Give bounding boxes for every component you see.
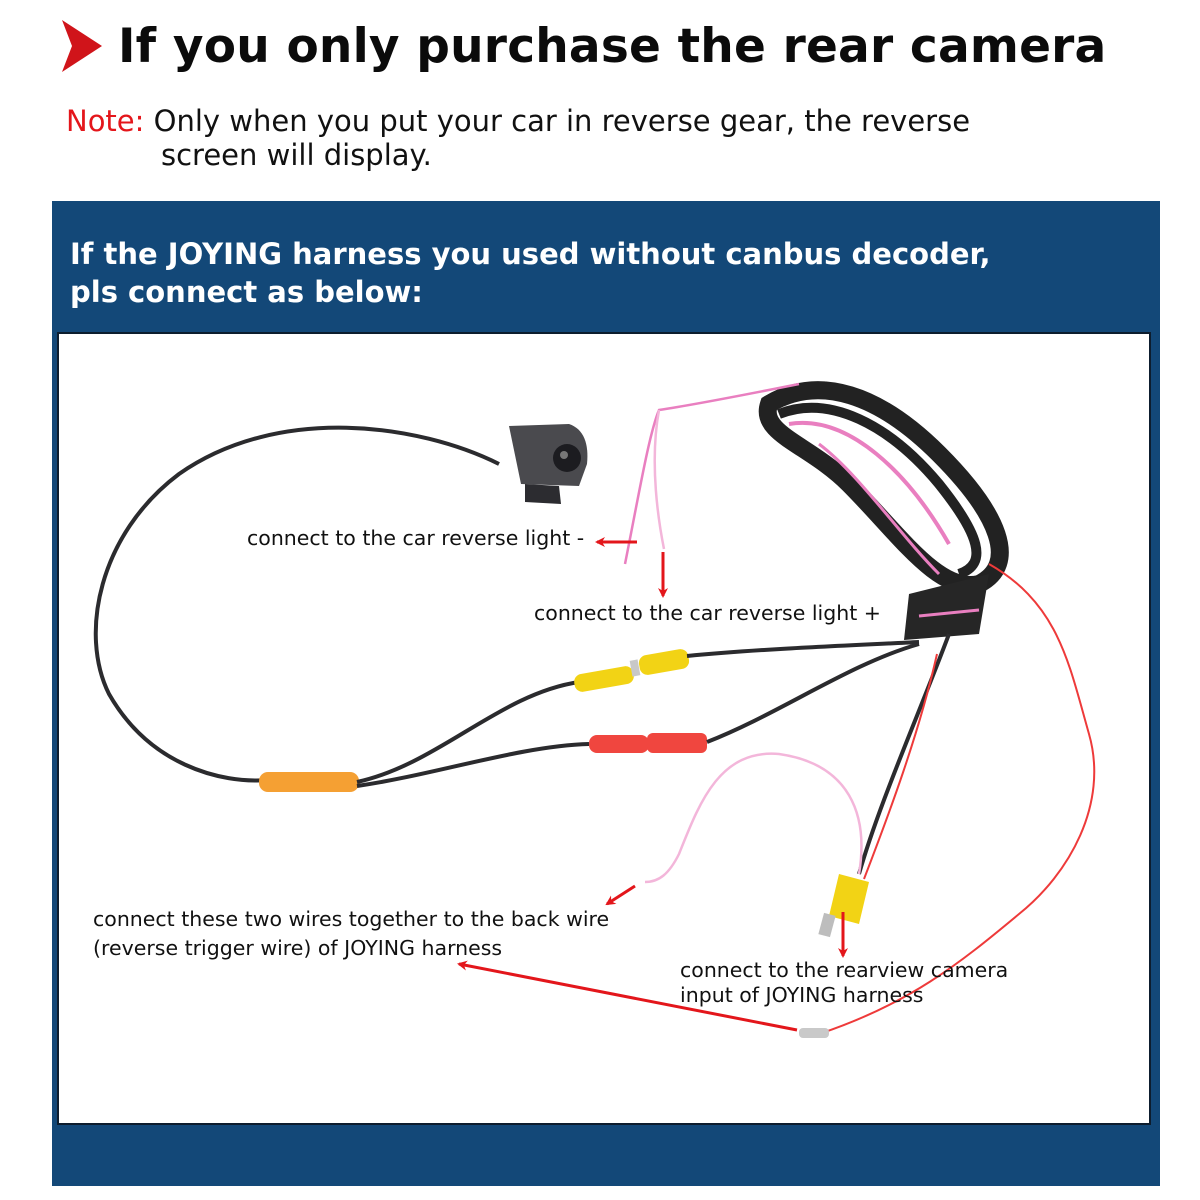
note-label: Note: (66, 104, 145, 138)
panel-heading-line1: If the JOYING harness you used without c… (70, 237, 991, 271)
title-text: If you only purchase the rear camera (118, 18, 1107, 74)
wiring-diagram-photo: connect to the car reverse light - conne… (57, 332, 1151, 1125)
wire-bundle-icon (758, 381, 1009, 640)
callout-reverse-light-plus: connect to the car reverse light + (534, 601, 881, 625)
instruction-panel: If the JOYING harness you used without c… (52, 201, 1160, 1186)
wiring-illustration (93, 381, 1096, 1038)
callout-reverse-light-minus: connect to the car reverse light - (247, 526, 585, 550)
callout-trigger-line2: (reverse trigger wire) of JOYING harness (93, 936, 503, 960)
panel-heading: If the JOYING harness you used without c… (70, 235, 991, 311)
note-text-line1: Only when you put your car in reverse ge… (153, 104, 971, 138)
callout-rearview-line2: input of JOYING harness (680, 983, 924, 1007)
camera-icon (509, 424, 588, 504)
rca-plug-icon (818, 874, 869, 938)
callout-rearview-line1: connect to the rearview camera (680, 958, 1009, 982)
panel-heading-line2: pls connect as below: (70, 275, 423, 309)
note: Note: Only when you put your car in reve… (66, 104, 970, 172)
callout-trigger-line1: connect these two wires together to the … (93, 907, 610, 931)
page-title: If you only purchase the rear camera (60, 14, 1106, 78)
note-text-line2: screen will display. (161, 138, 432, 172)
red-triangle-arrow-icon (62, 20, 102, 72)
